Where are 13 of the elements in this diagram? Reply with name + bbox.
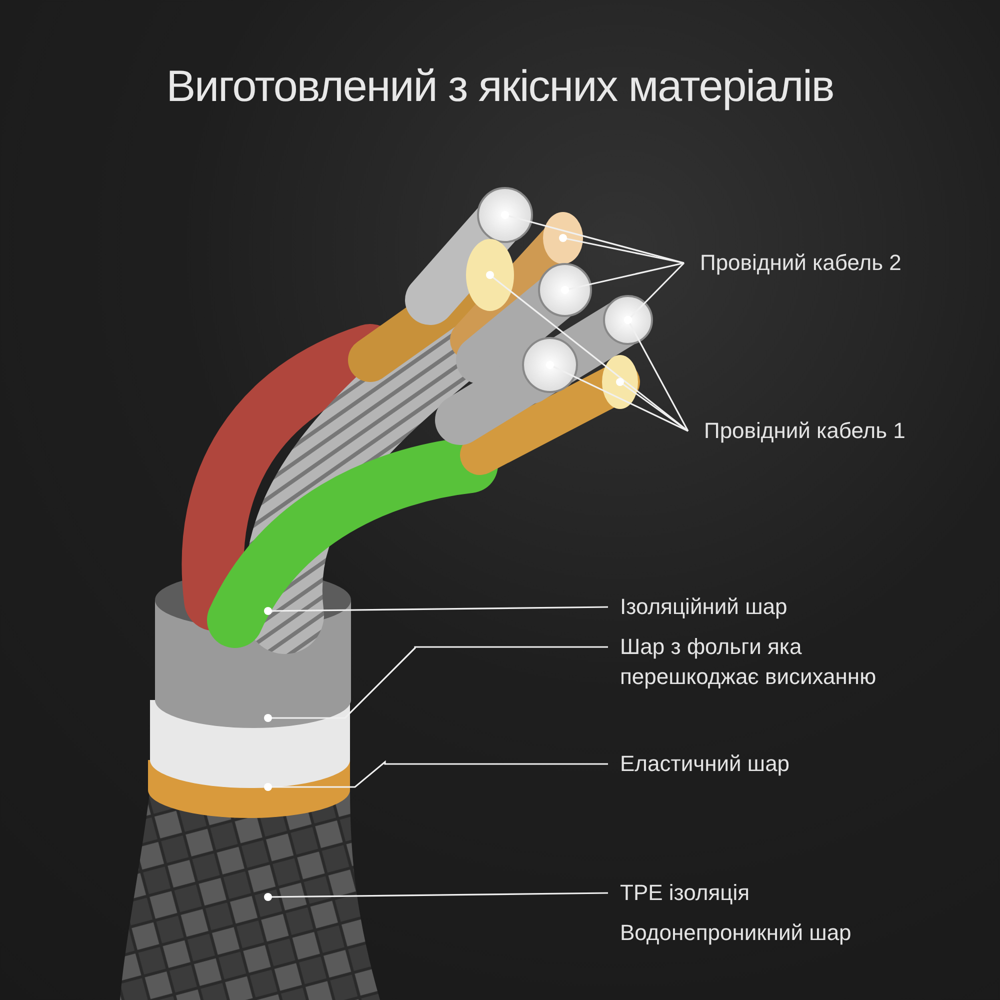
leader-line (616, 378, 688, 432)
leader-line (264, 760, 608, 791)
callout-label: Еластичний шар (620, 749, 790, 779)
callout-label: Ізоляційний шар (620, 592, 788, 622)
callout-label: Провідний кабель 2 (700, 248, 902, 278)
callout-label: Водонепроникний шар (620, 919, 852, 947)
leader-line (264, 646, 608, 722)
callout-label: TPE ізоляція (620, 879, 751, 907)
callout-label: Провідний кабель 1 (704, 416, 906, 446)
leader-line (264, 606, 608, 615)
leader-line (264, 892, 608, 901)
page-title: Виготовлений з якісних матеріалів (165, 62, 835, 112)
callout-label: Шар з фольги яка перешкоджає висиханню (620, 632, 880, 692)
